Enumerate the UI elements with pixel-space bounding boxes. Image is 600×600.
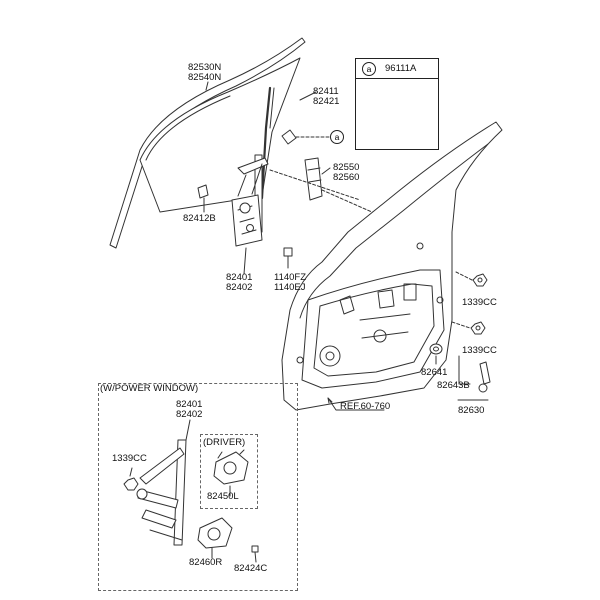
label-pw-motor: 82460R — [189, 557, 223, 568]
run-channel — [260, 86, 275, 200]
label-pw-screw: 82424C — [234, 563, 268, 574]
label-pw-nut: 1339CC — [112, 453, 147, 464]
label-bolt-b: 1140EJ — [274, 282, 306, 293]
power-window-regulator — [136, 439, 187, 546]
marker-circle-header: a — [362, 62, 376, 76]
label-nut-upper: 1339CC — [462, 297, 497, 308]
label-bolt-a: 1140FZ — [274, 272, 307, 283]
glass-clip — [197, 184, 209, 199]
door-checker — [478, 361, 491, 393]
window-motor — [197, 517, 233, 549]
label-check-b: 82630 — [458, 405, 485, 416]
label-glass-b: 82540N — [188, 72, 222, 83]
nut-lower — [470, 321, 486, 335]
label-run-a: 82411 — [313, 86, 339, 97]
rear-lower-channel — [304, 157, 323, 201]
label-glass-a: 82530N — [188, 62, 222, 73]
door-panel — [281, 121, 503, 411]
label-run-b: 82421 — [313, 96, 340, 107]
label-sticker: 96111A — [385, 63, 417, 74]
label-clip: 82412B — [183, 213, 216, 224]
label-pw-title: (W/POWER WINDOW) — [100, 383, 199, 394]
label-chan-a: 82550 — [333, 162, 360, 173]
label-pw-reg-b: 82402 — [176, 409, 203, 420]
regulator-bolt — [283, 247, 293, 267]
pw-nut — [123, 477, 139, 491]
label-driver-title: (DRIVER) — [203, 437, 246, 448]
label-grommet: 82641 — [421, 367, 448, 378]
label-chan-b: 82560 — [333, 172, 360, 183]
window-regulator — [231, 154, 269, 247]
sticker-box-header — [356, 59, 438, 79]
sticker-location-part — [281, 129, 297, 145]
label-nut-lower: 1339CC — [462, 345, 497, 356]
label-pw-reg-a: 82401 — [176, 399, 203, 410]
marker-circle-a: a — [330, 130, 344, 144]
motor-screw — [251, 545, 259, 563]
label-reg-a: 82401 — [226, 272, 253, 283]
label-driver-motor: 82450L — [207, 491, 239, 502]
label-ref: REF.60-760 — [340, 401, 391, 412]
nut-upper — [472, 273, 488, 287]
driver-motor — [213, 449, 249, 485]
grommet — [429, 343, 443, 355]
label-check-a: 82643B — [437, 380, 470, 391]
label-reg-b: 82402 — [226, 282, 253, 293]
